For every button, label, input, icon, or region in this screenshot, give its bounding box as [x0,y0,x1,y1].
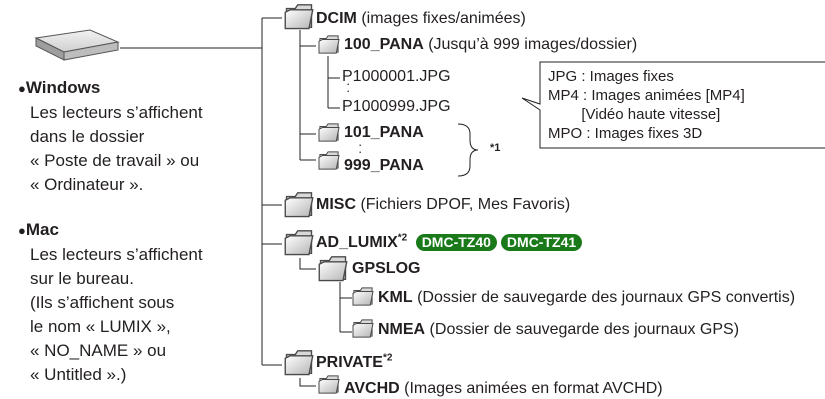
folder-name: GPSLOG [352,260,421,277]
folder-name: 100_PANA [344,36,424,53]
mac-line: « NO_NAME » ou [30,341,167,360]
folder-icon [284,348,314,376]
model-badge: DMC-TZ41 [500,234,583,251]
callout-line: JPG : Images fixes [548,68,674,85]
folder-name: 101_PANA [344,124,424,141]
footnote-mark: *2 [382,352,393,364]
ellipsis-vertical: ·· [346,76,351,98]
mac-line: le nom « LUMIX », [30,317,171,336]
folder-private[interactable]: PRIVATE*2 [316,352,393,372]
folder-icon [318,254,348,282]
folder-icon [352,318,374,338]
removable-drive-icon [34,29,120,61]
mac-section: ●Mac Les lecteurs s’affichent sur le bur… [18,218,203,387]
folder-desc: (Images animées en format AVCHD) [399,380,663,397]
folder-kml[interactable]: KML (Dossier de sauvegarde des journaux … [378,289,795,307]
folder-name: KML [378,289,413,306]
windows-line: « Ordinateur ». [30,175,144,194]
folder-101-pana[interactable]: 101_PANA [344,124,424,142]
folder-name: NMEA [378,321,426,338]
mac-title: Mac [25,220,59,239]
folder-name: MISC [316,196,356,213]
folder-avchd[interactable]: AVCHD (Images animées en format AVCHD) [344,380,663,398]
mac-line: Les lecteurs s’affichent [30,245,203,264]
mac-line: « Untitled ».) [30,365,127,384]
windows-line: Les lecteurs s’affichent [30,103,203,122]
folder-icon [318,34,340,54]
windows-section: ●Windows Les lecteurs s’affichent dans l… [18,76,203,197]
folder-name: PRIVATE [316,354,383,371]
windows-title: Windows [25,78,101,97]
model-badge: DMC-TZ40 [415,234,497,251]
folder-name: AVCHD [344,380,400,397]
footnote-marker: *1 [490,142,501,154]
bullet-icon: ● [18,223,26,238]
mac-line: (Ils s’affichent sous [30,293,175,312]
folder-misc[interactable]: MISC (Fichiers DPOF, Mes Favoris) [316,196,570,214]
folder-icon [352,286,374,306]
folder-icon [284,190,314,218]
callout-line: [Vidéo haute vitesse] [548,106,721,123]
folder-name: DCIM [316,10,357,27]
ellipsis-vertical: ·· [358,137,363,159]
callout-box: JPG : Images fixes MP4 : Images animées … [548,67,745,143]
folder-desc: (Dossier de sauvegarde des journaux GPS … [412,289,796,306]
folder-desc: (Jusqu’à 999 images/dossier) [423,36,638,53]
folder-icon [284,2,314,30]
callout-line: MP4 : Images animées [MP4] [548,87,745,104]
folder-icon [284,228,314,256]
footnote-mark: *2 [397,232,408,244]
folder-icon [318,150,340,170]
folder-icon [318,122,340,142]
mac-line: sur le bureau. [30,269,134,288]
file-last[interactable]: P1000999.JPG [342,98,451,115]
folder-nmea[interactable]: NMEA (Dossier de sauvegarde des journaux… [378,321,739,339]
bullet-icon: ● [18,81,26,96]
file-first[interactable]: P1000001.JPG [342,68,451,85]
windows-line: « Poste de travail » ou [30,151,200,170]
folder-desc: (Dossier de sauvegarde des journaux GPS) [425,321,740,338]
folder-gpslog[interactable]: GPSLOG [352,260,420,278]
folder-100-pana[interactable]: 100_PANA (Jusqu’à 999 images/dossier) [344,36,637,54]
windows-line: dans le dossier [30,127,145,146]
callout-line: MPO : Images fixes 3D [548,125,703,142]
folder-desc: (Fichiers DPOF, Mes Favoris) [356,196,571,213]
folder-icon [318,374,340,394]
folder-999-pana[interactable]: 999_PANA [344,157,424,175]
folder-name: 999_PANA [344,157,424,174]
folder-name: AD_LUMIX [316,234,398,251]
folder-dcim[interactable]: DCIM (images fixes/animées) [316,10,526,28]
folder-desc: (images fixes/animées) [356,10,526,27]
